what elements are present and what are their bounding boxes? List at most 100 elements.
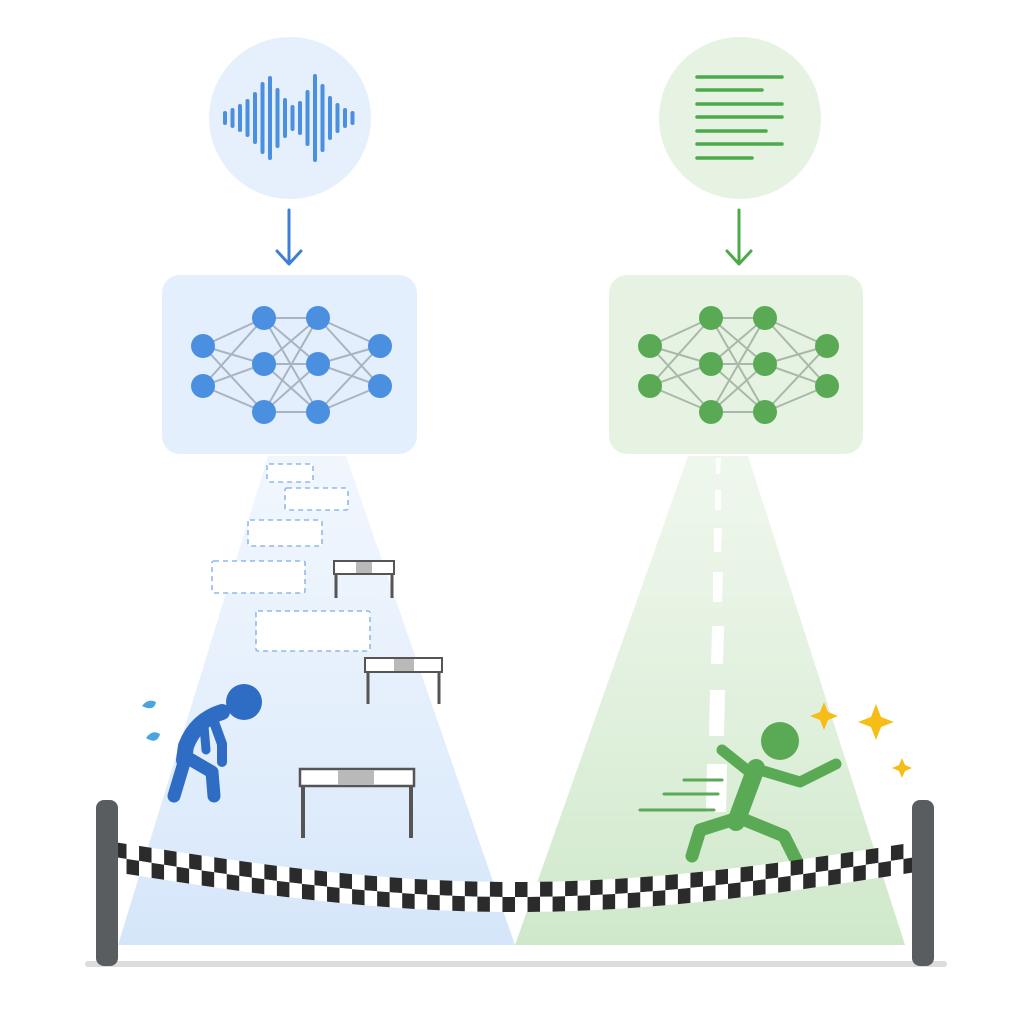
speed-lines	[638, 778, 724, 812]
tape-square	[139, 845, 152, 863]
tape-square	[126, 858, 140, 876]
tape-square	[640, 891, 653, 908]
dashed-steps	[211, 463, 371, 652]
tape-square	[452, 895, 465, 912]
tape-square	[251, 862, 265, 880]
sweat-drops-icon	[142, 700, 160, 741]
network-node	[252, 352, 276, 376]
network-node	[753, 400, 777, 424]
tape-square	[765, 877, 779, 895]
tape-square	[151, 862, 165, 880]
waveform-icon	[223, 74, 355, 162]
network-node	[368, 334, 392, 358]
network-node	[252, 400, 276, 424]
tape-square	[778, 875, 791, 893]
dashed-step	[255, 610, 371, 652]
network-node	[753, 306, 777, 330]
tape-square	[464, 881, 478, 897]
tape-square	[515, 896, 528, 912]
tape-square	[301, 868, 315, 886]
tape-square	[189, 868, 202, 886]
tape-square	[853, 864, 866, 882]
tape-square	[627, 892, 641, 909]
tape-square	[439, 895, 453, 911]
network-node	[699, 306, 723, 330]
tape-square	[464, 896, 478, 912]
arrow-down-icon	[725, 208, 753, 266]
tape-square	[477, 881, 490, 897]
hurdle	[298, 767, 416, 838]
tape-square	[740, 880, 754, 898]
network-node	[638, 334, 662, 358]
tape-square	[590, 894, 603, 911]
tape-square	[865, 862, 879, 880]
dashed-step	[211, 560, 306, 594]
network-edge	[710, 317, 766, 413]
tape-square	[765, 862, 779, 880]
tape-square	[452, 880, 465, 897]
tape-square	[377, 891, 390, 908]
network-node	[699, 400, 723, 424]
tape-square	[853, 849, 866, 867]
left-post	[96, 800, 118, 966]
tape-square	[264, 879, 277, 896]
tape-square	[753, 879, 766, 896]
tape-square	[790, 859, 804, 876]
tape-square	[878, 860, 891, 878]
tape-square	[577, 880, 591, 896]
hurdle	[364, 657, 443, 704]
tape-square	[865, 847, 879, 865]
tape-square	[640, 876, 653, 893]
tape-square	[314, 870, 328, 887]
tape-square	[226, 874, 240, 891]
left-beam	[118, 456, 515, 945]
tape-square	[364, 890, 378, 907]
tape-square	[339, 872, 353, 890]
tape-square	[540, 881, 553, 897]
tape-square	[890, 858, 904, 876]
tape-square	[414, 893, 428, 910]
tape-square	[427, 894, 440, 911]
tape-square	[627, 877, 641, 894]
network-node	[306, 306, 330, 330]
tape-square	[377, 876, 390, 893]
dashed-step	[284, 487, 349, 511]
tape-square	[214, 872, 227, 890]
tape-square	[502, 896, 515, 912]
network-edge	[764, 345, 828, 413]
network-edge	[317, 317, 381, 387]
right-post	[912, 800, 934, 966]
dashed-step	[247, 519, 323, 547]
tape-square	[890, 843, 904, 861]
network-node	[191, 374, 215, 398]
tape-square	[389, 877, 403, 894]
tape-square	[552, 881, 566, 897]
tape-square	[164, 849, 177, 867]
tape-square	[301, 883, 315, 901]
network-edge	[710, 363, 766, 413]
tape-square	[690, 871, 703, 888]
tape-square	[602, 893, 616, 910]
tape-square	[728, 867, 741, 884]
network-edge	[764, 317, 828, 387]
tape-square	[690, 886, 703, 903]
text-input-node	[659, 37, 821, 199]
tape-square	[239, 860, 252, 878]
tape-square	[615, 878, 628, 894]
tape-square	[815, 870, 829, 888]
network-edge	[202, 345, 265, 413]
tape-square	[815, 855, 829, 873]
tape-square	[740, 865, 754, 883]
network-edge	[263, 363, 319, 413]
road-center-line	[706, 458, 727, 812]
tape-square	[402, 893, 415, 909]
network-node	[252, 306, 276, 330]
arrow-down-icon	[275, 208, 303, 266]
tape-square	[840, 866, 854, 884]
tape-square	[176, 851, 190, 869]
tape-square	[615, 893, 628, 909]
network-node	[753, 352, 777, 376]
tape-square	[289, 867, 302, 884]
hurdles	[298, 560, 443, 838]
tape-square	[665, 889, 678, 906]
